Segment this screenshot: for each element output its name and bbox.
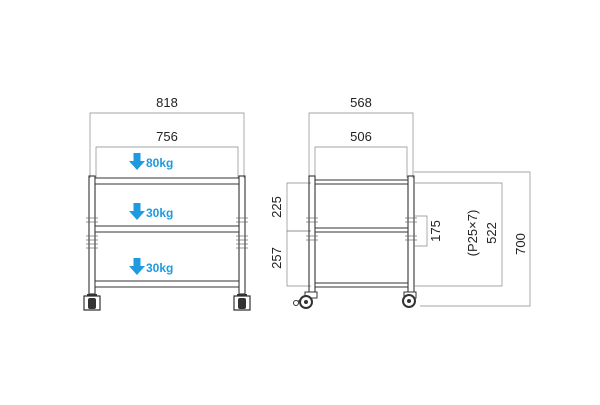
front-bottom-shelf [94,280,240,288]
side-mid-spacing-label: 175 [428,220,443,242]
front-right-post [238,175,246,295]
down-arrow-icon [129,203,145,220]
down-arrow-icon [129,258,145,275]
side-mid-spacing-line [414,215,428,247]
side-middle-shelf [314,227,409,233]
bottom-shelf-load-label: 30kg [146,261,173,275]
side-upper-gap-line [286,182,311,232]
down-arrow-icon [129,153,145,170]
side-upper-gap-label: 225 [269,196,284,218]
side-pitch-notches [306,217,417,241]
side-overall-depth-label: 568 [350,95,372,110]
caster-wheel-icon [83,294,101,311]
front-middle-shelf [94,225,240,233]
side-bottom-shelf [314,282,409,288]
side-top-shelf [314,179,409,185]
side-total-height-line [414,171,531,307]
top-shelf-load-label: 80kg [146,156,173,170]
side-front-post [308,175,316,295]
front-view: 818 756 80kg 30kg 30kg [83,95,251,311]
side-inner-depth-label: 506 [350,129,372,144]
caster-wheel-icon [293,291,318,309]
front-top-shelf [94,177,240,185]
front-left-post [88,175,96,295]
side-total-height-label: 700 [513,233,528,255]
front-inner-width-line [95,146,239,178]
side-pitch-height-label: 522 [484,222,499,244]
front-pitch-notches [86,217,248,249]
front-overall-width-line [89,112,245,178]
side-rear-post [407,175,415,295]
side-pitch-note-label: (P25×7) [465,210,480,257]
side-lower-gap-line [286,230,311,287]
middle-shelf-load-label: 30kg [146,206,173,220]
front-inner-width-label: 756 [156,129,178,144]
side-pitch-height-line [414,182,503,287]
side-overall-depth-line [308,112,414,178]
side-lower-gap-label: 257 [269,247,284,269]
caster-wheel-icon [402,291,417,308]
caster-wheel-icon [233,294,251,311]
front-overall-width-label: 818 [156,95,178,110]
side-view: 568 506 225 257 175 (P25×7) 522 700 [269,95,531,309]
side-inner-depth-line [314,146,408,178]
